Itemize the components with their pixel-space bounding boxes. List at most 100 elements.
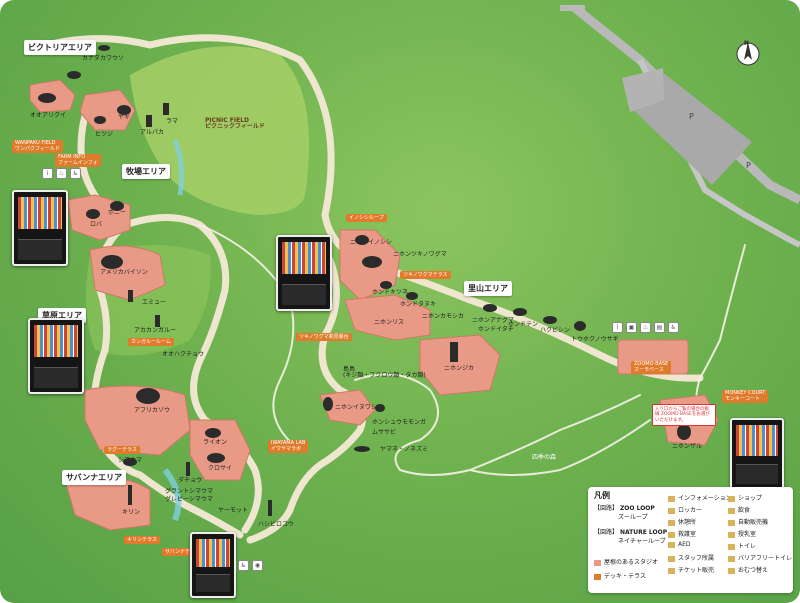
spot-tsukinowaguma-terrace[interactable]: ツキノワグマテラス <box>400 271 451 279</box>
animal-yamane: ヤマネ・ノネズミ <box>380 446 429 453</box>
north-arrow-icon <box>736 42 760 66</box>
animal-nihon-jika: ニホンジカ <box>444 365 475 372</box>
animal-bison: アメリカバイソン <box>100 269 148 276</box>
legend-rest: 休憩所 <box>668 517 696 526</box>
spot-shiki-mori: 四季の森 <box>532 454 557 461</box>
vending-machine-photo[interactable] <box>190 532 236 598</box>
spot-lion-terrace[interactable]: ラグーテラス <box>104 446 140 454</box>
deer-silhouette <box>450 342 458 362</box>
info-icon[interactable]: i <box>612 322 623 333</box>
animal-nihon-anaguma: ニホンアナグマ <box>472 317 514 324</box>
legend-stage: 屋根のあるスタジオ <box>594 557 658 566</box>
lama-silhouette <box>163 103 169 115</box>
sheep-silhouette <box>117 105 131 115</box>
toilet-icon[interactable]: ♿ <box>70 168 81 179</box>
rest-icon[interactable]: ◉ <box>252 560 263 571</box>
animal-kirin: キリン <box>122 509 141 516</box>
animal-lion: ライオン <box>203 439 228 446</box>
momonga-silhouette <box>375 404 385 412</box>
animal-honshu-momonga: ホンシュウモモンガ <box>372 419 427 426</box>
rhino-silhouette <box>207 453 225 463</box>
enclosure-elephant <box>84 385 191 456</box>
animal-roba: ロバ <box>90 221 103 228</box>
vending-machine-photo[interactable] <box>730 418 784 490</box>
spot-giraffe-terrace[interactable]: キリンテラス <box>124 536 160 544</box>
food-icon[interactable]: ♨ <box>56 168 67 179</box>
kangaroo-silhouette <box>155 315 160 327</box>
area-savanna[interactable]: サバンナエリア <box>62 470 127 485</box>
hare-silhouette <box>574 321 586 331</box>
animal-hondo-kitsune: ホンドキツネ <box>372 289 409 296</box>
animal-hondo-tanuki: ホンドタヌキ <box>400 301 437 308</box>
animal-kakatua: カナダカワウソ <box>82 55 125 62</box>
north-label: N <box>744 40 750 47</box>
spot-inoshishi-loop[interactable]: イノシシループ <box>346 214 387 222</box>
animal-nihon-inoshishi: ニホンイノシシ <box>350 239 393 246</box>
spot-shimaya: 島鳥(キジ類・フクロウ類・タカ類) <box>343 366 426 379</box>
bear-silhouette <box>362 256 382 268</box>
legend-diaper: おむつ替え <box>728 565 768 574</box>
animal-nihon-kamoshika: ニホンカモシカ <box>422 313 465 320</box>
vending-machine-photo[interactable] <box>28 318 84 394</box>
area-victoria[interactable]: ビクトリアエリア <box>24 40 96 55</box>
spot-tsukinowaguma-kan[interactable]: ツキノワグマ莉見暴台 <box>296 333 352 341</box>
spot-kangaroo-rule[interactable]: カンガルールーム <box>128 338 174 346</box>
animal-african-elephant: アフリカゾウ <box>134 407 171 414</box>
alpaca-silhouette <box>146 115 152 127</box>
parking-lot-2 <box>622 68 664 112</box>
legend-toilet: トイレ <box>728 541 756 550</box>
animal-hakubishin: ハクビシン <box>540 327 571 334</box>
locker-icon[interactable]: ▤ <box>654 322 665 333</box>
kakatua-otter-silhouette <box>98 45 110 51</box>
spot-savanna-terrace[interactable]: サバンナテラス <box>162 548 203 556</box>
shop-icon[interactable]: ▣ <box>626 322 637 333</box>
area-ranch[interactable]: 牧場エリア <box>122 164 170 179</box>
enclosure-lion <box>189 419 251 481</box>
toilet-icon[interactable]: ♿ <box>238 560 249 571</box>
legend-nursing: 授乳室 <box>728 529 756 538</box>
animal-ookawa: オオハクチョウ <box>162 351 205 358</box>
legend-staff: スタッフ所属 <box>668 553 714 562</box>
legend-vending: 自動販売機 <box>728 517 768 526</box>
legend-ticket: チケット販売 <box>668 565 714 574</box>
animal-nihon-risu: ニホンリス <box>374 319 405 326</box>
giraffe-silhouette <box>128 485 132 505</box>
animal-lama: ラマ <box>166 118 179 125</box>
legend-food: 飲食 <box>728 505 750 514</box>
vending-machine-photo[interactable] <box>12 190 68 266</box>
area-satoyama[interactable]: 里山エリア <box>464 281 512 296</box>
food-icon[interactable]: ♨ <box>640 322 651 333</box>
animal-akakangaroo: アカカンガルー <box>134 327 177 334</box>
eagle-silhouette <box>323 397 333 411</box>
legend-barrier-free: バリアフリートイレ <box>728 553 792 562</box>
info-icon[interactable]: i <box>42 168 53 179</box>
ostrich-silhouette <box>186 462 190 476</box>
yamane-silhouette <box>354 446 370 452</box>
animal-hitsuji: ヒツジ <box>95 131 114 138</box>
vending-machine-photo[interactable] <box>276 235 332 311</box>
animal-yarmo: ヤーモット <box>218 507 249 514</box>
legend-shop: ショップ <box>728 493 762 502</box>
monkey-silhouette <box>677 424 691 440</box>
animal-yagi: ヤギ <box>118 114 131 121</box>
toilet-icon[interactable]: ♿ <box>668 322 679 333</box>
animal-hondo-itachi: ホンドイタチ <box>478 326 514 333</box>
parking-label: P <box>746 161 751 170</box>
animal-nihon-zaru: ニホンザル <box>672 443 703 450</box>
legend-aed: AED <box>668 541 691 548</box>
legend-title: 凡例 <box>594 491 610 500</box>
goat-silhouette <box>94 116 106 124</box>
animal-kurosai: クロサイ <box>208 465 233 472</box>
animal-alpaca: アルパカ <box>140 129 164 136</box>
parking-label: P <box>689 112 694 121</box>
